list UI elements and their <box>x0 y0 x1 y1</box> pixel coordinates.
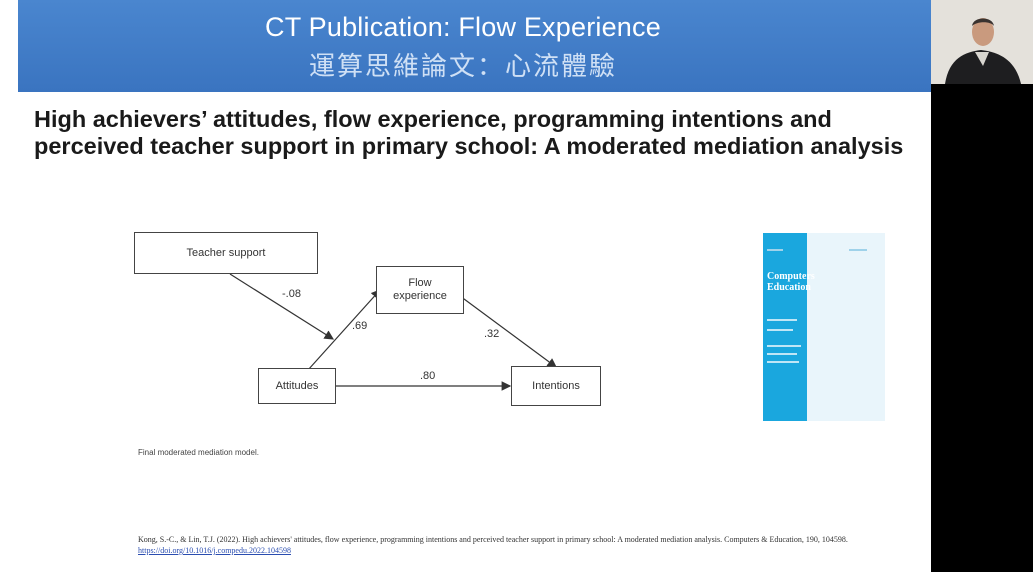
arrow-flow-intentions <box>459 295 557 368</box>
cover-line <box>767 345 801 347</box>
arrow-teacher-support <box>229 273 335 340</box>
box-teacher-support: Teacher support <box>134 232 318 274</box>
citation: Kong, S.-C., & Lin, T.J. (2022). High ac… <box>138 534 918 556</box>
speaker-video <box>931 0 1033 84</box>
box-flow-experience: Flow experience <box>376 266 464 314</box>
cover-line <box>767 329 793 331</box>
cover-line <box>767 361 799 363</box>
presentation-slide: CT Publication: Flow Experience 運算思維論文：心… <box>18 0 931 556</box>
cover-line <box>767 353 797 355</box>
box-attitudes: Attitudes <box>258 368 336 404</box>
cover-line <box>767 319 797 321</box>
cover-line <box>767 249 783 251</box>
banner-subtitle: 運算思維論文：心流體驗 <box>308 52 617 82</box>
cover-title-line1: Computers <box>767 271 815 282</box>
cover-color-bar <box>763 233 807 421</box>
coef-attitudes-flow: .69 <box>352 320 368 332</box>
coef-teacher-support: -.08 <box>282 288 301 300</box>
doi-link[interactable]: https://doi.org/10.1016/j.compedu.2022.1… <box>138 546 291 555</box>
banner-title: CT Publication: Flow Experience <box>265 12 661 42</box>
cover-line <box>849 249 867 251</box>
video-panel <box>931 0 1033 572</box>
citation-text: Kong, S.-C., & Lin, T.J. (2022). High ac… <box>138 535 848 544</box>
arrow-attitudes-flow <box>307 289 381 371</box>
diagram-caption: Final moderated mediation model. <box>138 448 259 457</box>
coef-flow-intentions: .32 <box>484 328 500 340</box>
webcam-feed[interactable] <box>931 0 1033 84</box>
cover-title: Computers Education <box>767 271 815 293</box>
cover-title-line2: Education <box>767 282 811 293</box>
box-intentions: Intentions <box>511 366 601 406</box>
coef-attitudes-intentions: .80 <box>420 370 436 382</box>
diagram-arrows <box>229 273 557 391</box>
journal-cover: Computers Education <box>763 233 885 421</box>
paper-title: High achievers’ attitudes, flow experien… <box>34 106 904 159</box>
slide-banner: CT Publication: Flow Experience 運算思維論文：心… <box>18 0 931 92</box>
